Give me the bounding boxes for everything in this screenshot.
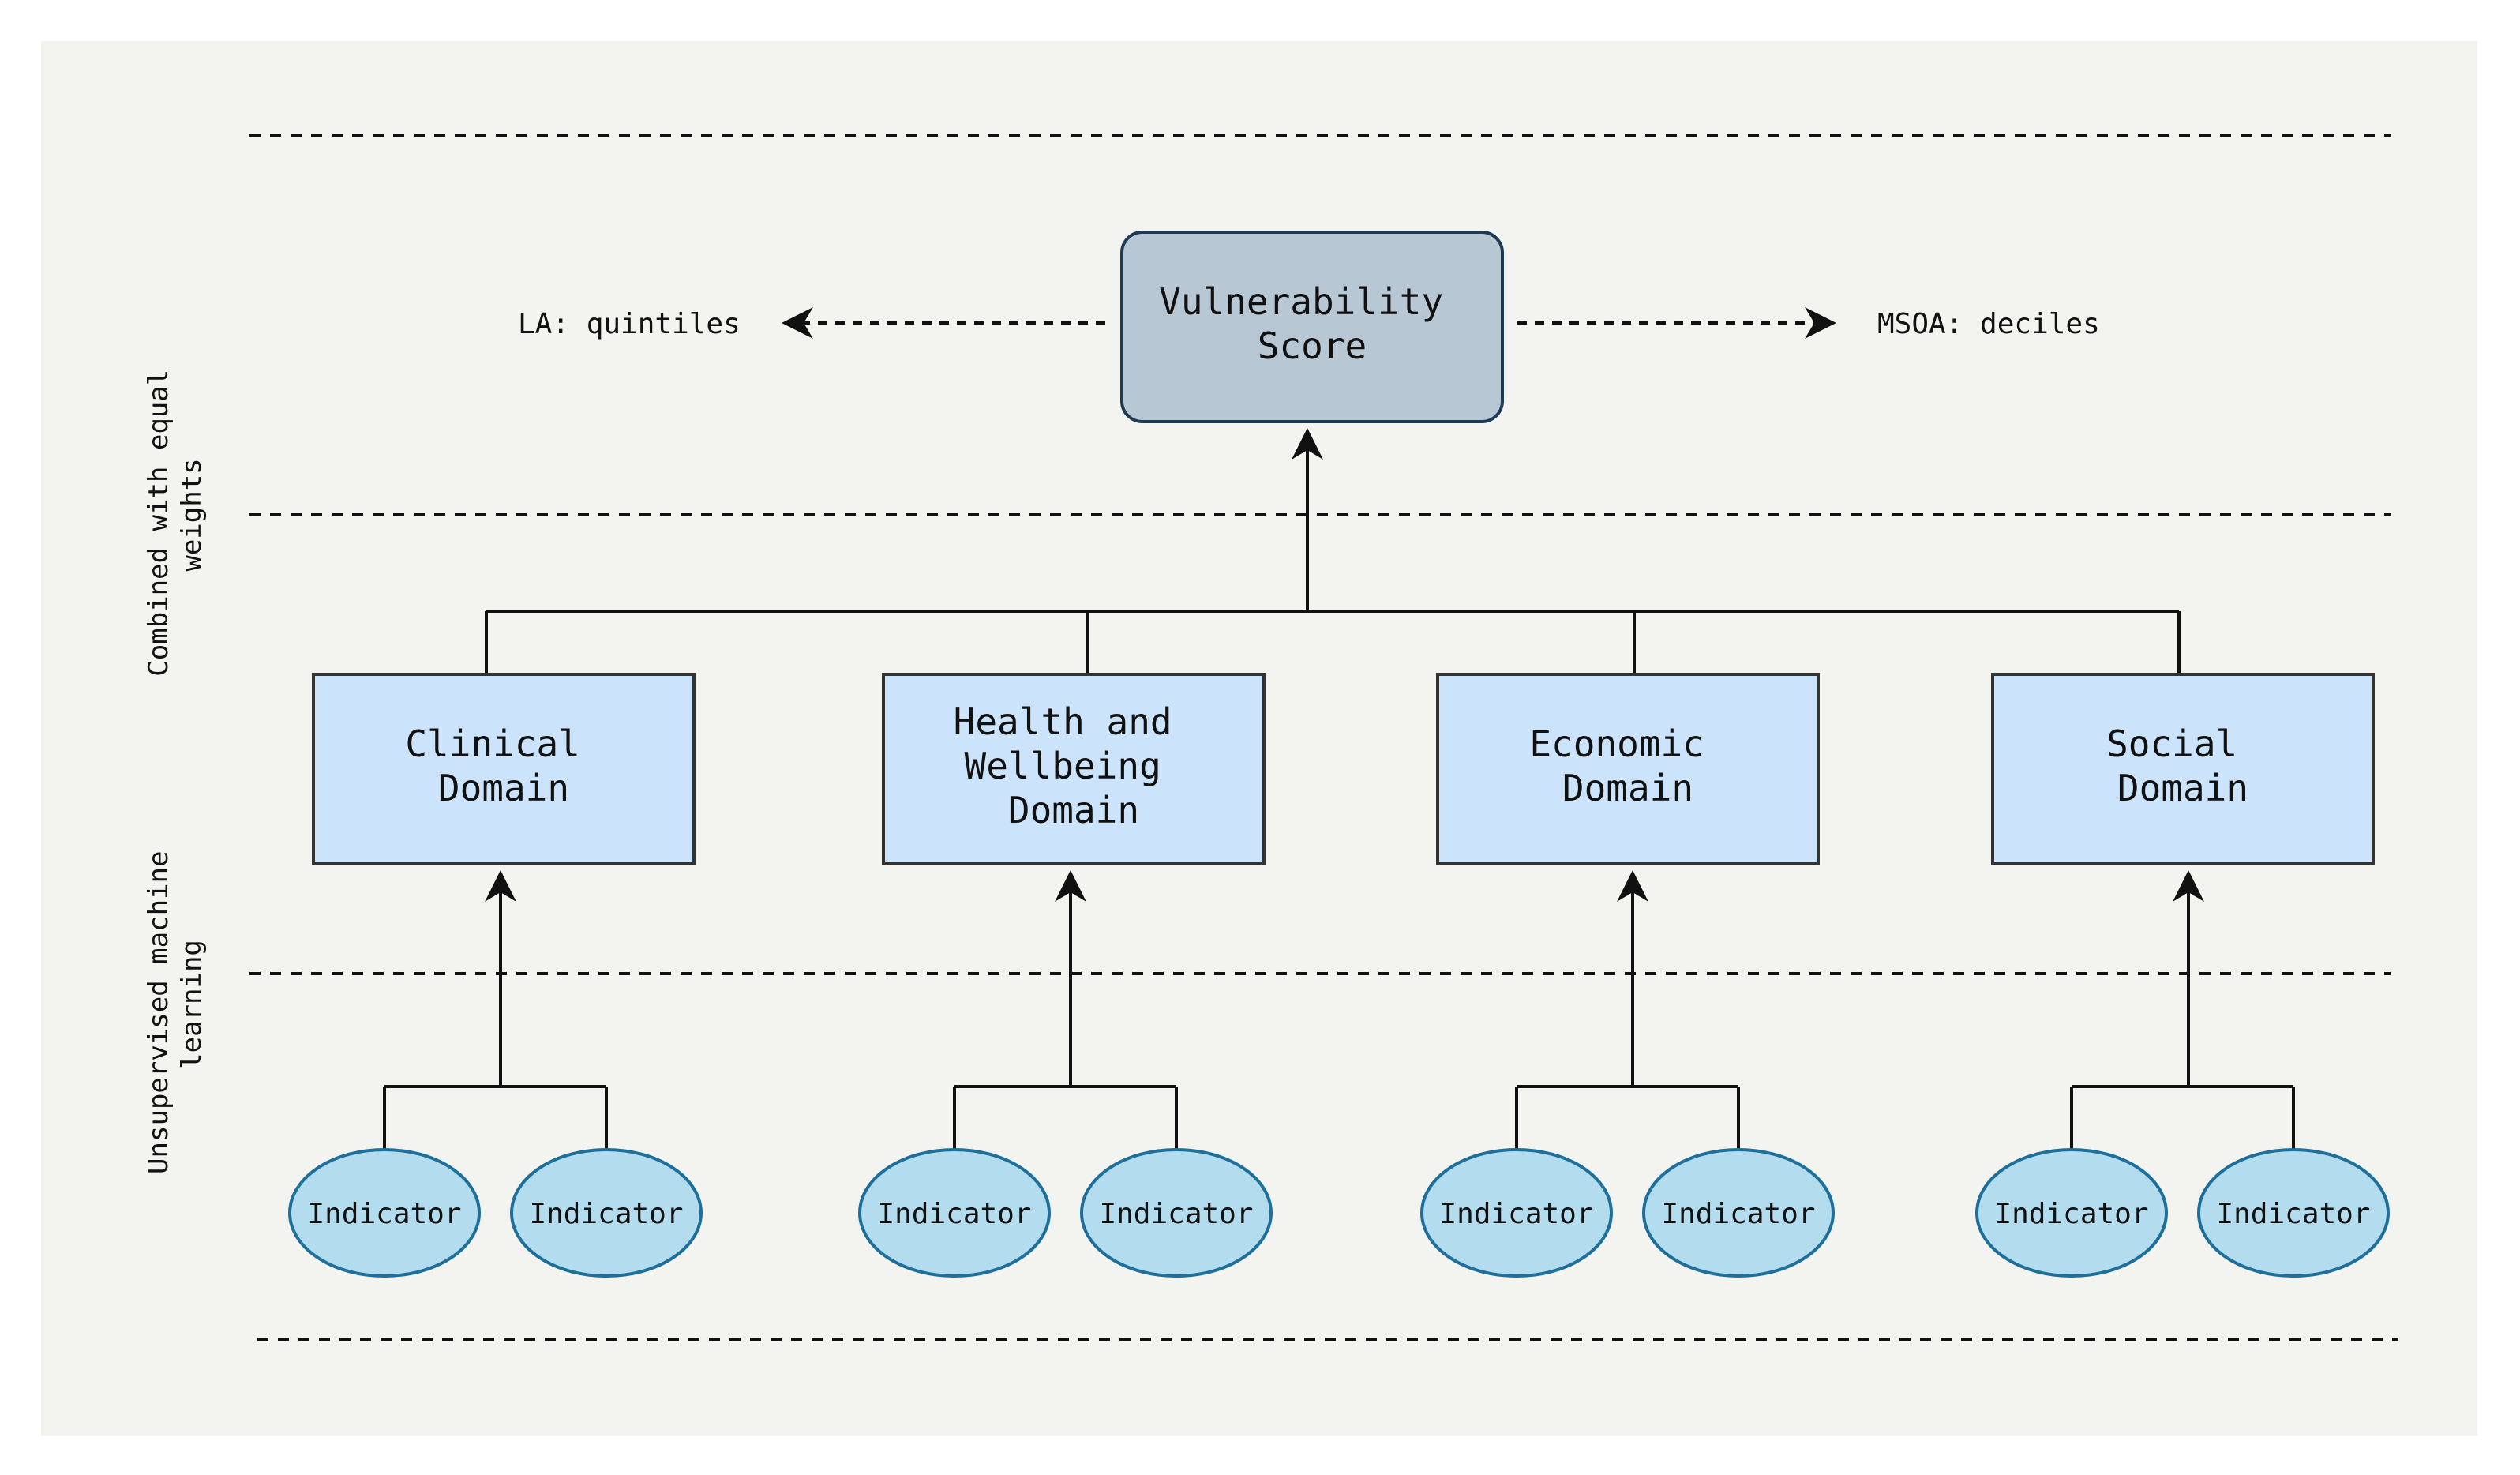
vulnerability-score-box	[1120, 231, 1504, 423]
indicator-label-1: Indicator	[307, 1198, 461, 1230]
indicator-label-3: Indicator	[877, 1198, 1031, 1230]
indicator-ellipse-8	[2197, 1148, 2390, 1278]
side-label-lower: Unsupervised machine learning	[143, 835, 208, 1174]
indicator-label-2: Indicator	[529, 1198, 683, 1230]
social-domain-box	[1991, 673, 2375, 865]
clinical-domain-label: Clinical Domain	[405, 722, 602, 809]
output-la-quintiles: LA: quintiles	[518, 308, 741, 340]
output-msoa-deciles: MSOA: deciles	[1877, 308, 2100, 340]
indicator-label-6: Indicator	[1661, 1198, 1815, 1230]
indicator-ellipse-6	[1642, 1148, 1835, 1278]
indicator-label-8: Indicator	[2216, 1198, 2370, 1230]
indicator-label-7: Indicator	[1994, 1198, 2148, 1230]
clinical-domain-box	[312, 673, 696, 865]
social-domain-label: Social Domain	[2106, 722, 2259, 809]
health-wellbeing-domain-label: Health and Wellbeing Domain	[954, 700, 1194, 831]
economic-domain-label: Economic Domain	[1529, 722, 1726, 809]
economic-domain-box	[1436, 673, 1820, 865]
indicator-label-4: Indicator	[1099, 1198, 1253, 1230]
indicator-ellipse-2	[510, 1148, 703, 1278]
side-label-upper: Combined with equal weights	[143, 353, 208, 676]
indicator-ellipse-4	[1080, 1148, 1273, 1278]
indicator-ellipse-7	[1975, 1148, 2168, 1278]
indicator-ellipse-1	[288, 1148, 481, 1278]
health-wellbeing-domain-box	[882, 673, 1266, 865]
indicator-label-5: Indicator	[1439, 1198, 1593, 1230]
indicator-ellipse-5	[1420, 1148, 1613, 1278]
indicator-ellipse-3	[858, 1148, 1051, 1278]
vulnerability-score-label: Vulnerability Score	[1159, 280, 1465, 367]
